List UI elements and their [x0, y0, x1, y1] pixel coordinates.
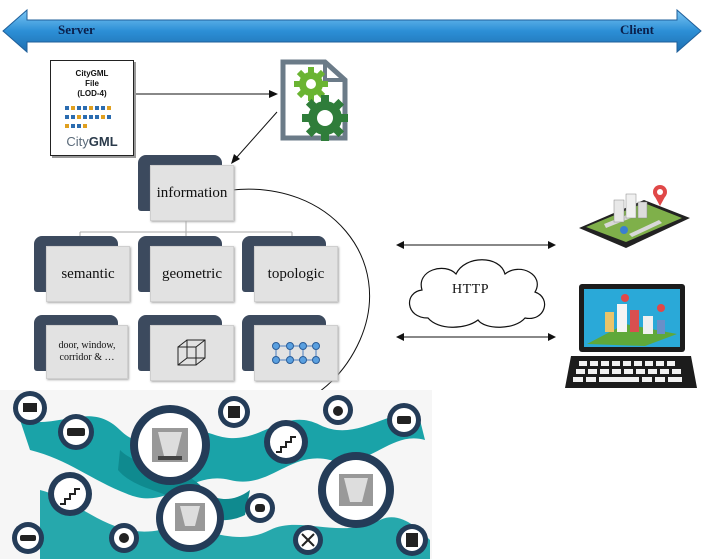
stairs-icon	[264, 420, 308, 464]
geometric-leaf	[150, 325, 234, 381]
http-label: HTTP	[452, 282, 489, 297]
semantic-leaf-node: door, window, corridor & …	[34, 315, 130, 381]
information-label: information	[150, 165, 234, 221]
sink-icon	[323, 395, 353, 425]
geometric-leaf-node	[138, 315, 234, 381]
geometric-node: geometric	[138, 236, 234, 302]
semantic-leaf-label: door, window, corridor & …	[46, 325, 128, 379]
client-label: Client	[620, 22, 654, 37]
tv-icon	[13, 391, 47, 425]
building-icon	[396, 524, 428, 556]
oven-icon	[218, 396, 250, 428]
tools-icon	[293, 525, 323, 555]
room-icon	[130, 405, 210, 485]
laptop-3d-city-icon	[565, 284, 697, 388]
semantic-node: semantic	[34, 236, 130, 302]
toilet-icon	[245, 493, 275, 523]
geometric-label: geometric	[150, 246, 234, 302]
network-nodes-icon	[272, 342, 320, 364]
sofa-icon	[58, 414, 94, 450]
server-client-banner-arrow	[2, 8, 702, 54]
wireframe-cube-icon	[177, 339, 206, 366]
topologic-label: topologic	[254, 246, 338, 302]
topologic-leaf-node	[242, 315, 338, 381]
citygml-logo: CityGML	[66, 134, 118, 149]
indoor-network-illustration	[0, 390, 432, 559]
gears-processing-icon	[280, 59, 348, 141]
citygml-logo-grid-icon	[65, 106, 111, 128]
server-label: Server	[58, 22, 95, 37]
dining-icon	[109, 523, 139, 553]
car-icon	[12, 522, 44, 554]
semantic-label: semantic	[46, 246, 130, 302]
http-cloud	[408, 259, 546, 328]
smartphone-map-icon	[579, 185, 690, 248]
topologic-leaf	[254, 325, 338, 381]
citygml-document: CityGML File (LOD-4) CityGML	[50, 60, 134, 156]
document-title: CityGML File (LOD-4)	[75, 69, 109, 98]
information-node: information	[138, 155, 234, 221]
topologic-node: topologic	[242, 236, 338, 302]
